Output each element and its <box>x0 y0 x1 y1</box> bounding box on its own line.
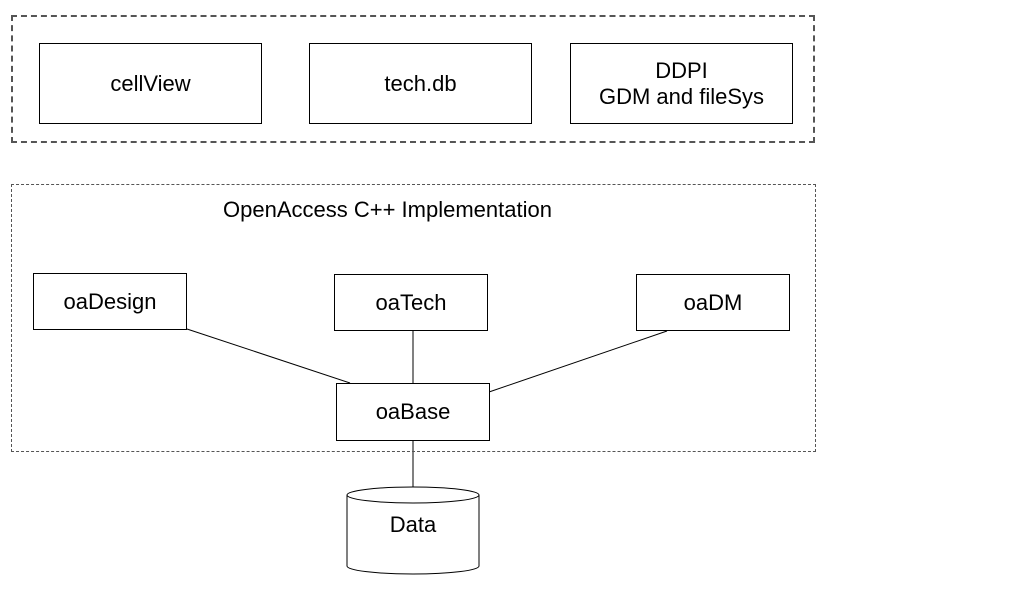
ddpi-box: DDPI GDM and fileSys <box>570 43 793 124</box>
edge-oadesign-oabase <box>186 328 351 384</box>
data-label: Data <box>389 512 437 537</box>
edge-oadm-oabase <box>488 330 668 393</box>
oatech-label: oaTech <box>375 289 447 315</box>
cellview-label: cellView <box>110 70 191 96</box>
techdb-box: tech.db <box>309 43 532 124</box>
cellview-box: cellView <box>39 43 262 124</box>
oadesign-box: oaDesign <box>33 273 187 330</box>
oabase-box: oaBase <box>336 383 490 441</box>
oadm-label: oaDM <box>683 289 743 315</box>
database-cylinder-icon <box>346 486 480 575</box>
techdb-label: tech.db <box>384 70 457 96</box>
oadm-box: oaDM <box>636 274 790 331</box>
ddpi-label-line1: DDPI <box>655 57 708 83</box>
implementation-group <box>11 184 816 452</box>
oadesign-label: oaDesign <box>63 288 157 314</box>
implementation-title: OpenAccess C++ Implementation <box>223 197 552 222</box>
oabase-label: oaBase <box>375 399 451 424</box>
api-layer-group <box>11 15 815 143</box>
ddpi-label-line2: GDM and fileSys <box>598 83 765 109</box>
oatech-box: oaTech <box>334 274 488 331</box>
